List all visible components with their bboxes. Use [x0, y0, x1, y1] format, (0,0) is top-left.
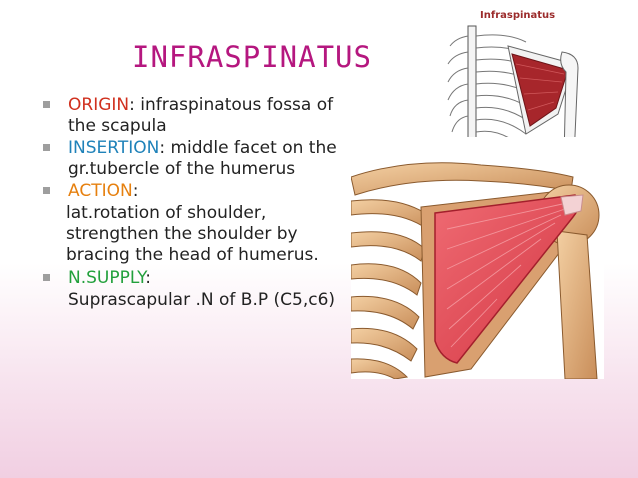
bullet-marker [43, 144, 50, 151]
nerve-supply-detail: Suprascapular .N of B.P (C5,c6) [68, 290, 336, 310]
figure-caption: Infraspinatus [480, 10, 556, 21]
insertion-text: middle facet on the gr.tubercle of the h… [68, 138, 337, 179]
posterior-view-illustration [447, 25, 579, 158]
insertion-sep: : [159, 138, 166, 158]
slide-title: INFRASPINATUS [132, 40, 372, 74]
humerus-shape [560, 51, 579, 158]
action-detail: lat.rotation of shoulder, strengthen the… [66, 203, 319, 265]
humerus-shaft-shape [556, 230, 598, 379]
action-sep: : [132, 181, 139, 201]
muscle-fibers-shape [446, 202, 568, 348]
bullet-origin: ORIGIN: infraspinatous fossa of the scap… [40, 95, 340, 137]
nerve-supply-label: N.SUPPLY [68, 268, 146, 288]
shoulder-illustration [351, 162, 600, 379]
clavicle-shape [351, 162, 574, 196]
bullet-insertion: INSERTION: middle facet on the gr.tuberc… [40, 138, 340, 180]
bullet-marker [43, 274, 50, 281]
bullet-nerve-supply: N.SUPPLY: [40, 268, 340, 289]
insertion-label: INSERTION [68, 138, 160, 158]
bullet-list: ORIGIN: infraspinatous fossa of the scap… [40, 95, 340, 313]
bullet-marker [43, 101, 50, 108]
nerve-supply-sep: : [145, 268, 151, 288]
origin-text: infraspinatous fossa of the scapula [68, 95, 334, 136]
ribs-shape [351, 199, 432, 379]
bullet-marker [43, 187, 50, 194]
bullet-action: ACTION: [40, 181, 340, 202]
shoulder-figure [351, 137, 604, 379]
tendon-shape [560, 194, 584, 216]
infraspinatus-muscle-shape [434, 194, 580, 364]
action-label: ACTION [68, 181, 133, 201]
origin-label: ORIGIN [68, 95, 130, 115]
origin-sep: : [129, 95, 135, 115]
posterior-view-figure: Infraspinatus [446, 8, 584, 158]
